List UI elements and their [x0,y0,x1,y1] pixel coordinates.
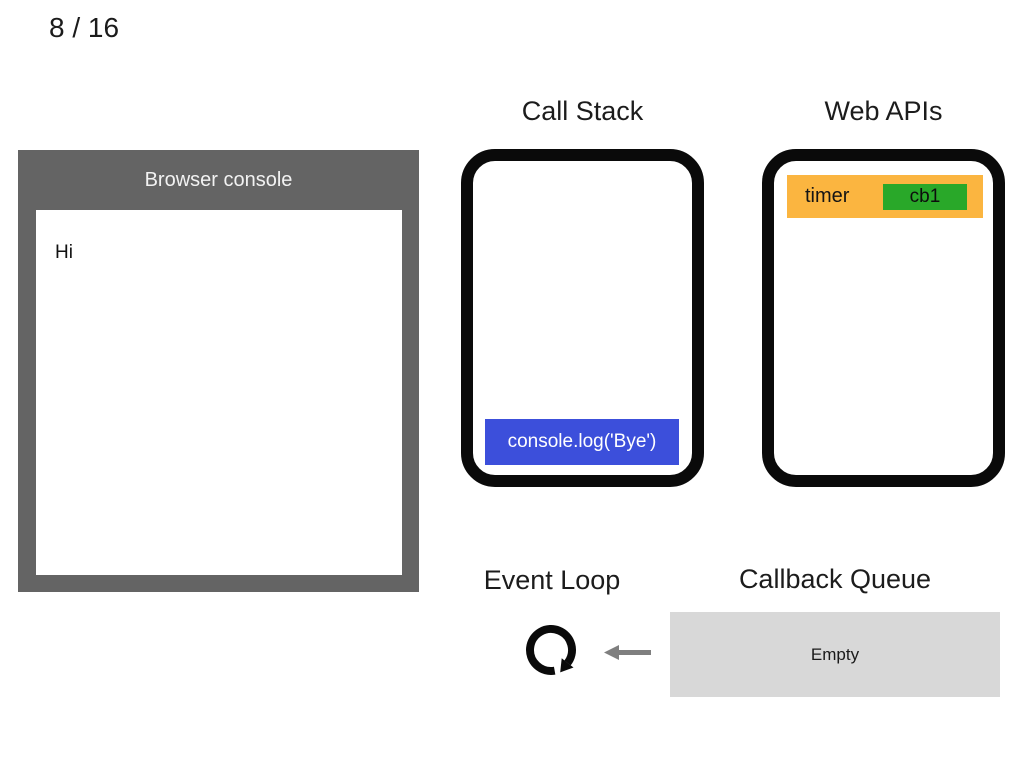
call-stack-title: Call Stack [521,96,644,126]
event-loop-title: Event Loop [483,565,621,595]
slide-page-counter: 8 / 16 [49,12,120,43]
console-log-line: Hi [55,242,73,263]
browser-console-title: Browser console [144,169,293,191]
call-stack-box: console.log('Bye') [461,149,704,487]
web-api-callback-badge: cb1 [883,183,967,210]
rotate-clockwise-icon [526,625,576,675]
web-apis-title: Web APIs [824,96,943,126]
callback-queue-box: Empty [670,612,1000,697]
web-apis-box: timer cb1 [762,149,1005,487]
call-stack-frame: console.log('Bye') [485,419,679,465]
browser-console-output: Hi [36,210,402,575]
callback-queue-status: Empty [810,644,860,664]
left-arrow-icon [604,645,651,660]
web-api-timer-item: timer cb1 [787,175,983,218]
callback-queue-title: Callback Queue [738,564,932,594]
web-api-item-label: timer [805,185,850,207]
browser-console-panel: Browser console Hi [18,150,419,592]
